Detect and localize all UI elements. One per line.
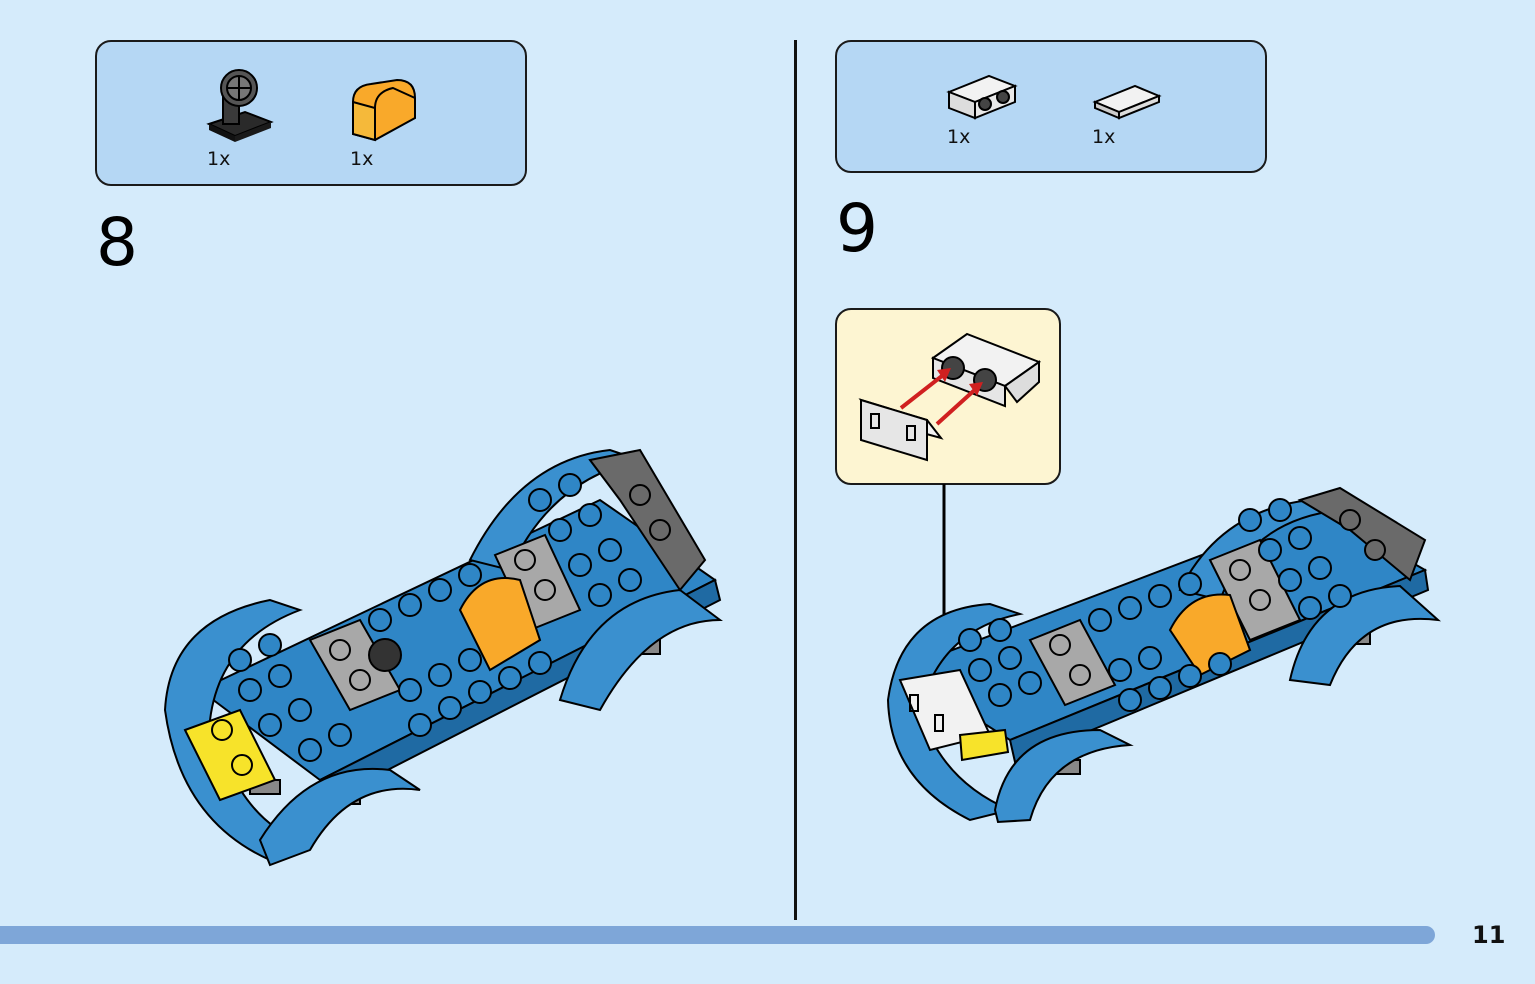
white-bracket-plate-icon xyxy=(946,74,1018,120)
orange-curved-slope-icon xyxy=(352,78,416,142)
part-quantity: 1x xyxy=(947,126,971,148)
step-number: 8 xyxy=(96,204,138,281)
progress-bar xyxy=(0,926,1435,944)
white-tile-grille-icon xyxy=(1092,84,1162,120)
page-number: 11 xyxy=(1472,921,1506,949)
steering-wheel-stand-icon xyxy=(206,69,274,142)
step-8-car-chassis xyxy=(163,448,723,867)
step-9-parts-box: 1x 1x xyxy=(835,40,1267,173)
step-number: 9 xyxy=(836,190,878,267)
sub-assembly-callout xyxy=(835,308,1061,485)
sub-assembly-diagram xyxy=(858,332,1042,462)
part-quantity: 1x xyxy=(350,148,374,170)
step-8-parts-box: 1x 1x xyxy=(95,40,527,186)
step-9-car-chassis xyxy=(886,486,1442,824)
step-divider xyxy=(794,40,797,920)
part-quantity: 1x xyxy=(1092,126,1116,148)
part-quantity: 1x xyxy=(207,148,231,170)
